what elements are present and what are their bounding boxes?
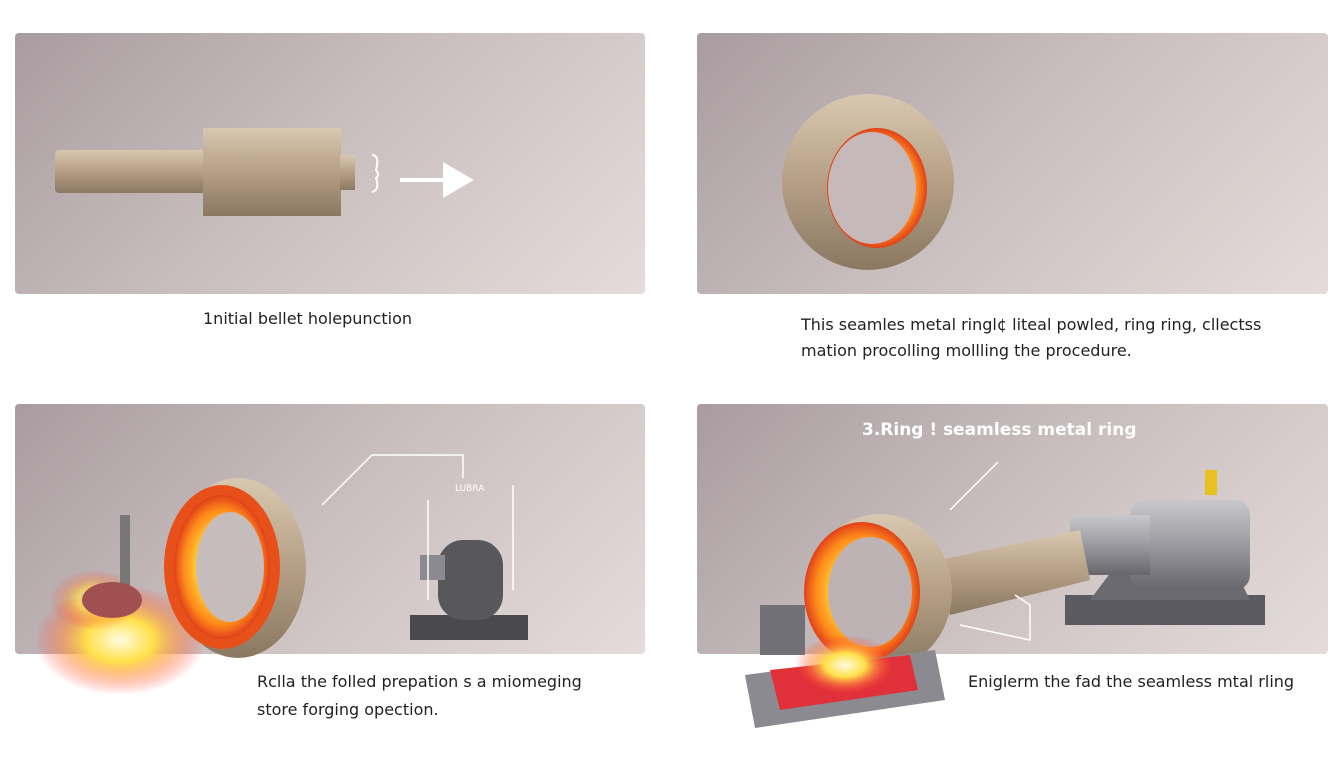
- hot-ring-icon: [164, 478, 306, 658]
- caption-step-1: 1nitial bellet holepunction: [203, 309, 413, 328]
- dimension-label: LUBRA: [455, 484, 485, 494]
- tool-icon: [82, 515, 142, 618]
- rolling-ring-icon: [804, 514, 952, 670]
- arrow-right-icon: [400, 162, 474, 198]
- panel-title-step-3: 3.Ring ! seamless metal ring: [862, 420, 1137, 440]
- caption-step-4: Eniglerm the fad the seamless mtal rling: [968, 672, 1295, 691]
- caption-step-3-line-2: store forging opection.: [257, 700, 439, 719]
- annotation-arrows: [321, 454, 514, 600]
- caption-step-3-line-1: Rclla the folled prepation s a miomeging: [257, 672, 582, 691]
- caption-step-2-line-2: mation procolling mollling the procedure…: [801, 341, 1132, 360]
- ring-icon: [782, 94, 954, 270]
- caption-step-2-line-1: This seamles metal ringl¢ liteal powled,…: [801, 315, 1262, 334]
- press-machine-icon: [410, 540, 528, 640]
- annotation-arrows-2: [949, 461, 1031, 641]
- base-plate-icon: [745, 605, 945, 728]
- billet-icon: [55, 128, 379, 216]
